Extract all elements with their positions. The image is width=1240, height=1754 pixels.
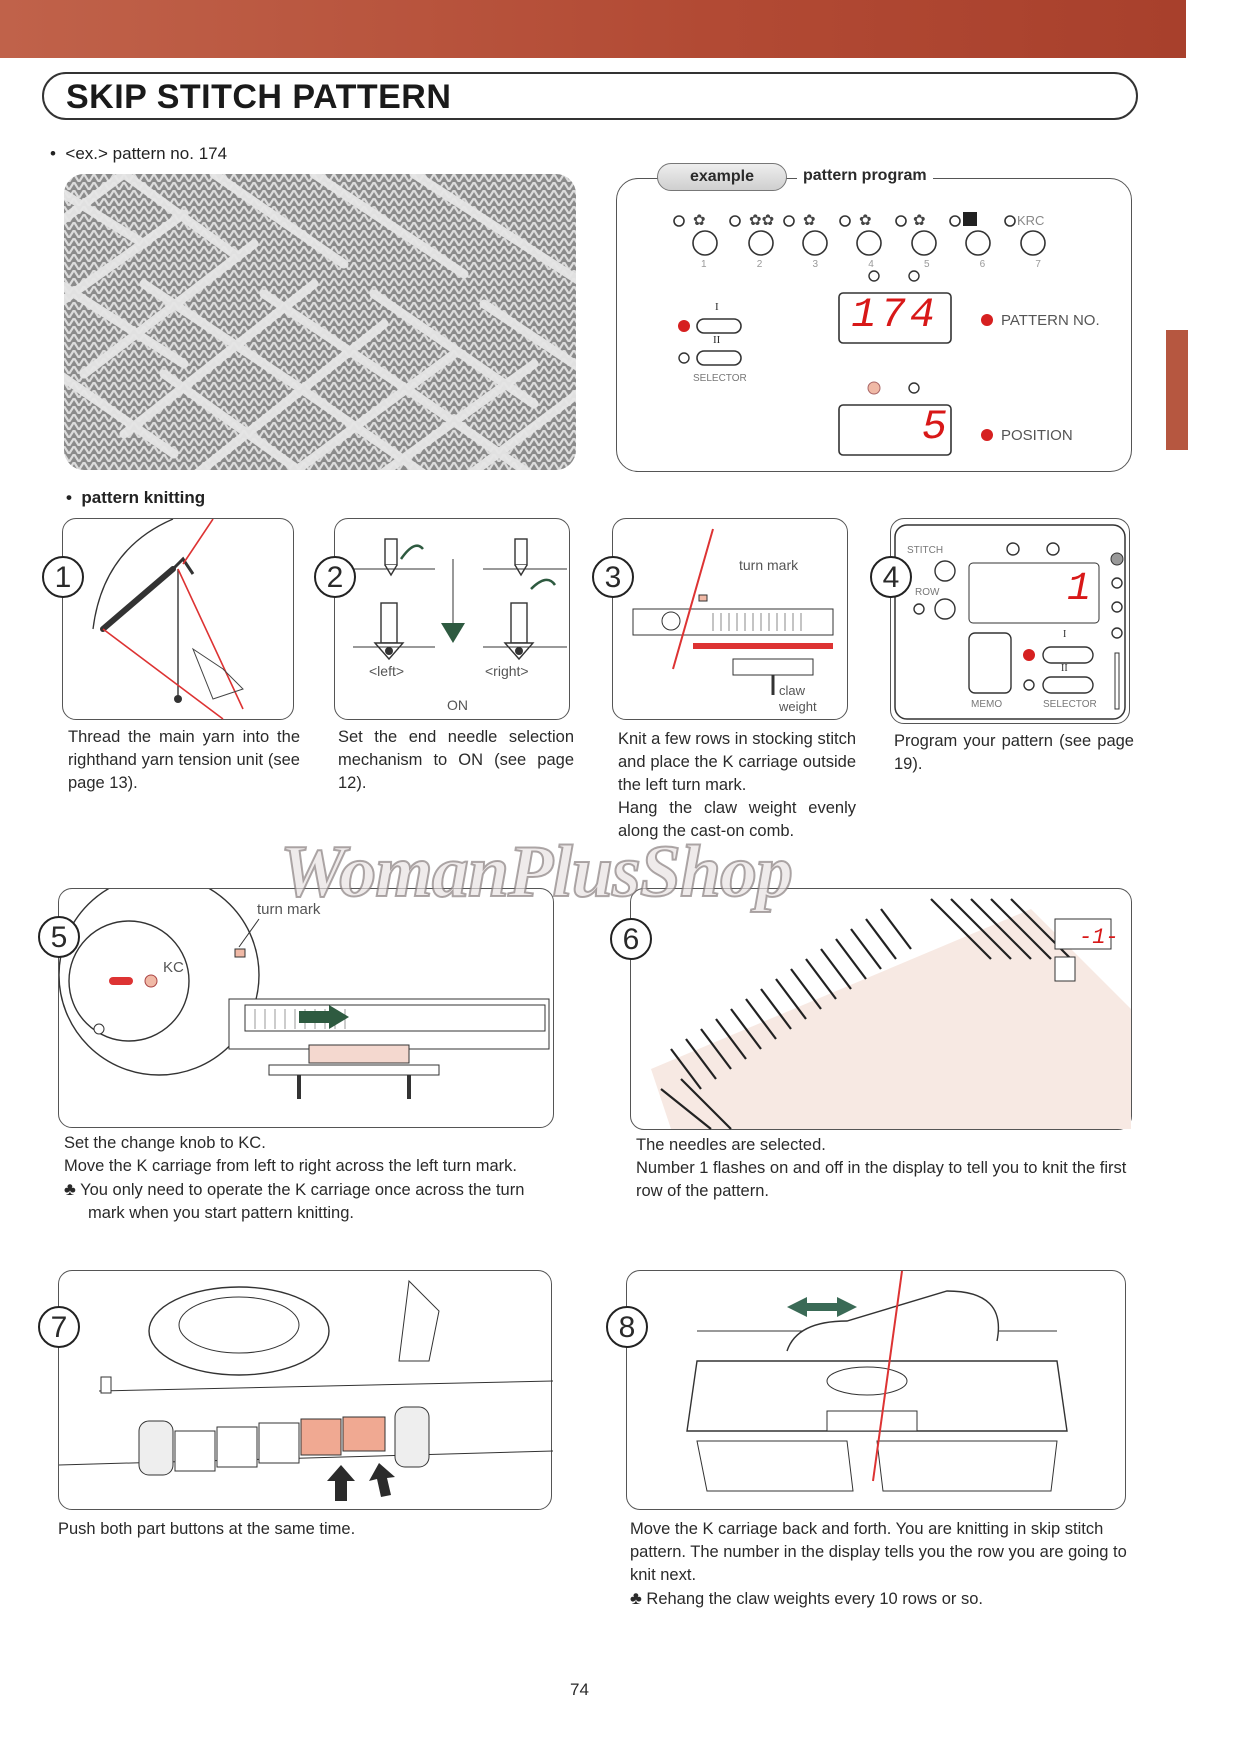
step-7-number: 7 [38,1306,80,1348]
step-5-kc-label: KC [163,959,184,976]
step-8-number: 8 [606,1306,648,1348]
card-label-4: 4 [868,259,874,270]
step-4-caption: Program your pattern (see page 19). [894,732,1134,773]
step-4-number: 4 [870,556,912,598]
step-5-number: 5 [38,916,80,958]
step-5-caption-line-1: Set the change knob to KC. [64,1134,266,1152]
svg-text:✿: ✿ [859,212,872,229]
card-label-3: 3 [812,259,819,270]
svg-text:✿: ✿ [913,212,926,229]
step-3-caption-line-2: Hang the claw weight evenly along the ca… [618,799,856,840]
card-label-6: 6 [979,259,986,270]
step-8-note-text: Rehang the claw weights every 10 rows or… [646,1590,983,1608]
selector-i: I [715,301,719,313]
selector-label: SELECTOR [693,373,747,384]
step-6-caption-line-2: Number 1 flashes on and off in the displ… [636,1159,1127,1200]
step-2-left-label: <left> [369,663,405,679]
step-6-number: 6 [610,918,652,960]
step-3-caption-line-1: Knit a few rows in stocking stitch and p… [618,730,856,794]
bullet: • [50,144,56,163]
step-1-number: 1 [42,556,84,598]
svg-text:✿✿: ✿✿ [749,212,774,229]
card-label-1: 1 [701,259,707,270]
section-heading-text: pattern knitting [81,488,206,507]
step-1-caption: Thread the main yarn into the righthand … [68,728,300,792]
step-8-caption: Move the K carriage back and forth. You … [630,1518,1140,1611]
step-4-stitch-label: STITCH [907,545,944,556]
step-5-turn-mark: turn mark [257,901,321,918]
step-6-illustration: -1- [630,888,1132,1130]
svg-text:✿: ✿ [693,212,706,229]
program-heading: pattern program [797,167,933,185]
step-7-illustration [58,1270,554,1510]
svg-text:-1-: -1- [1079,925,1119,950]
position-label: POSITION [1001,427,1073,444]
pattern-no-label: PATTERN NO. [1001,312,1100,329]
example-pattern-number: 174 [198,144,228,163]
example-prefix: <ex.> pattern no. [65,144,194,163]
card-label-7: 7 [1035,259,1041,270]
step-3-caption: Knit a few rows in stocking stitch and p… [618,728,856,843]
club-icon: ♣ [630,1588,642,1608]
example-badge: example [657,163,787,191]
krc-label: KRC [1017,213,1045,228]
selector-ii: II [713,334,721,346]
card-number-row: 1 2 3 4 5 6 7 [701,259,1041,270]
step-5-caption-line-2: Move the K carriage from left to right a… [64,1157,518,1175]
step-2-caption: Set the end needle selection mechanism t… [338,728,574,792]
step-2-number: 2 [314,556,356,598]
section-heading: • pattern knitting [66,488,205,508]
step-4-ii: II [1061,663,1068,674]
chapter-tab [1166,330,1188,450]
example-line: • <ex.> pattern no. 174 [50,144,227,164]
step-2-illustration: <left> <right> ON [334,518,570,720]
bullet: • [66,488,72,507]
step-2-right-label: <right> [485,663,529,679]
card-label-2: 2 [756,259,763,270]
step-4-selector: SELECTOR [1043,699,1097,710]
step-3-illustration: turn mark claw weight [612,518,848,720]
club-icon: ♣ [64,1179,76,1199]
top-color-band [0,0,1186,58]
claw-weight-line-2: weight [779,699,817,714]
step-4-memo: MEMO [971,699,1003,710]
title-bar: SKIP STITCH PATTERN [42,72,1138,120]
pattern-program-panel: ✿✿✿✿ ✿✿ example pattern program KRC 1 2 … [616,163,1132,472]
step-3-turn-mark: turn mark [739,557,799,573]
step-3-number: 3 [592,556,634,598]
step-5-note-text: You only need to operate the K carriage … [80,1181,525,1222]
step-4-i: I [1063,629,1067,640]
step-5-illustration: turn mark KC [58,874,554,1128]
card-label-5: 5 [923,259,930,270]
step-8-caption-line-1: Move the K carriage back and forth. You … [630,1520,1127,1584]
step-4-illustration: STITCH ROW 1 I II MEMO SELECTOR [890,518,1130,724]
watermark: WomanPlusShop [279,830,794,914]
svg-text:✿: ✿ [803,212,816,229]
step-8-illustration [626,1270,1126,1510]
step-6-caption-line-1: The needles are selected. [636,1136,826,1154]
page-title: SKIP STITCH PATTERN [66,78,452,116]
position-display: 5 [921,403,947,451]
step-2-on-label: ON [447,697,468,713]
knit-swatch-photo [64,174,576,470]
step-5-caption: Set the change knob to KC. Move the K ca… [64,1132,564,1225]
pattern-no-display: 174 [851,291,939,339]
step-4-row-label: ROW [915,587,940,598]
step-4-display: 1 [1066,567,1091,612]
claw-weight-line-1: claw [779,683,806,698]
step-3-claw-weight: claw weight [779,683,817,715]
page-number: 74 [570,1680,589,1699]
step-5-note: ♣ You only need to operate the K carriag… [64,1178,564,1225]
step-7-caption: Push both part buttons at the same time. [58,1520,356,1538]
step-1-illustration [62,518,294,720]
step-8-note: ♣ Rehang the claw weights every 10 rows … [630,1587,1140,1611]
step-6-caption: The needles are selected. Number 1 flash… [636,1134,1142,1203]
